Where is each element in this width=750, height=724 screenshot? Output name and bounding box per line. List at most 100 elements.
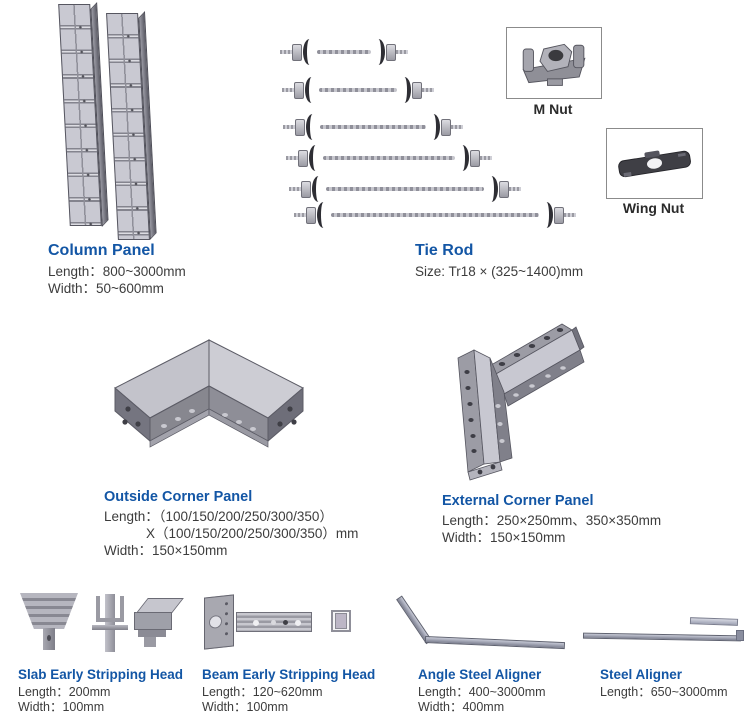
rod-tip [509, 187, 521, 191]
rod-tip [480, 156, 492, 160]
angle-steel-aligner-length: Length：400~3000mm [418, 685, 546, 699]
wing-nut-icon [398, 77, 411, 103]
rod-tip [282, 88, 294, 92]
nut-plate [386, 43, 396, 61]
tie-rod-caption: Tie Rod Size: Tr18 × (325~1400)mm [415, 242, 583, 280]
wing-nut-icon [618, 150, 691, 178]
column-panel-length: Length：800~3000mm [48, 264, 186, 279]
external-corner-panel-caption: External Corner Panel Length：250×250mm、3… [442, 493, 661, 546]
wing-nut-icon [303, 39, 316, 65]
outside-corner-panel-figure [114, 339, 304, 448]
column-panel-figure-left [58, 2, 109, 227]
aligner-long-bar [582, 632, 742, 642]
nut-plate [499, 180, 509, 198]
block-foot [144, 637, 156, 647]
nut-plate [412, 81, 422, 99]
angle-steel-aligner-width: Width：400mm [418, 700, 505, 714]
tie-rod-figure [280, 38, 408, 66]
aligner-end-fitting [736, 630, 744, 641]
slab-stripping-head-width: Width：100mm [18, 700, 105, 714]
nut-plate [470, 149, 480, 167]
column-panel-caption: Column Panel Length：800~3000mm Width：50~… [48, 242, 186, 297]
head-block-figure [130, 598, 184, 650]
block-step [138, 630, 166, 637]
rail-hole-dark [283, 620, 288, 625]
block-top [136, 598, 184, 613]
rod [331, 213, 539, 217]
plate-hole [225, 612, 228, 616]
wing-nut-icon [456, 145, 469, 171]
outside-corner-panel-width: Width：150×150mm [104, 543, 228, 558]
slab-stripping-head-length: Length：200mm [18, 685, 111, 699]
outside-corner-panel-length: Length：（100/150/200/250/300/350） [104, 509, 333, 524]
outside-corner-panel-caption: Outside Corner Panel Length：（100/150/200… [104, 489, 358, 559]
rail-hole [295, 620, 301, 626]
stem-hole [47, 635, 51, 641]
tie-rod-figure [286, 144, 492, 172]
tie-rod-figure [294, 201, 576, 229]
wing-nut-icon [306, 114, 319, 140]
plate-big-hole [209, 614, 222, 630]
plate-hole [225, 602, 228, 606]
rod-tip [283, 125, 295, 129]
column-panel-width: Width：50~600mm [48, 281, 164, 296]
angle-steel-aligner-title: Angle Steel Aligner [418, 667, 542, 682]
steel-aligner-title: Steel Aligner [600, 667, 683, 682]
wing-nut-icon [427, 114, 440, 140]
rod-tip [396, 50, 408, 54]
rod [326, 187, 484, 191]
block-front [134, 612, 172, 630]
rod-tip [289, 187, 301, 191]
rod-tip [422, 88, 434, 92]
slab-stripping-head-figure [20, 593, 78, 650]
tie-rod-figure [282, 76, 434, 104]
slab-stripping-head-title: Slab Early Stripping Head [18, 667, 184, 682]
slab-stripping-head-caption: Slab Early Stripping Head Length：200mm W… [18, 667, 183, 715]
steel-aligner-length: Length：650~3000mm [600, 685, 728, 699]
prop-post [105, 594, 115, 652]
tie-rod-size: Size: Tr18 × (325~1400)mm [415, 264, 584, 279]
tie-rod-figure [289, 175, 521, 203]
angle-steel-aligner-figure [393, 592, 571, 654]
nut-plate [294, 81, 304, 99]
rail-hole [253, 620, 259, 626]
plate-hole [225, 622, 228, 626]
nut-plate [295, 118, 305, 136]
nut-plate [554, 206, 564, 224]
rod [319, 88, 397, 92]
wing-nut-icon [485, 176, 498, 202]
rod-tip [294, 213, 306, 217]
external-corner-panel-figure [457, 323, 585, 481]
aligner-short-bar [689, 617, 739, 626]
tie-rod-title: Tie Rod [415, 242, 474, 259]
rod-tip [280, 50, 292, 54]
wing-nut-icon [305, 77, 318, 103]
wing-nut-icon [540, 202, 553, 228]
beam-head-plate-figure [204, 594, 234, 650]
beam-clip-figure [331, 610, 351, 632]
column-panel-figure-right [106, 11, 157, 241]
angle-steel-aligner-caption: Angle Steel Aligner Length：400~3000mm Wi… [418, 667, 546, 715]
bracket-arm-right [120, 596, 124, 618]
nut-plate [292, 43, 302, 61]
bracket-bottom [96, 618, 124, 622]
column-panel-title: Column Panel [48, 242, 155, 259]
rod-tip [451, 125, 463, 129]
steel-aligner-caption: Steel Aligner Length：650~3000mm [600, 667, 728, 700]
m-nut-label: M Nut [533, 101, 573, 117]
rod [320, 125, 426, 129]
rod-tip [564, 213, 576, 217]
plate-hole [225, 632, 228, 636]
outside-corner-panel-title: Outside Corner Panel [104, 489, 253, 505]
external-corner-panel-length: Length：250×250mm、350×350mm [442, 513, 662, 528]
nut-plate [441, 118, 451, 136]
wing-nut-thumbnail [606, 128, 703, 199]
wing-nut-icon [312, 176, 325, 202]
tie-rod-figure [283, 113, 463, 141]
nut-plate [298, 149, 308, 167]
prop-collar [92, 625, 128, 630]
stripping-head-stem [43, 628, 55, 650]
wing-nut-icon [317, 202, 330, 228]
beam-stripping-head-length: Length：120~620mm [202, 685, 323, 699]
